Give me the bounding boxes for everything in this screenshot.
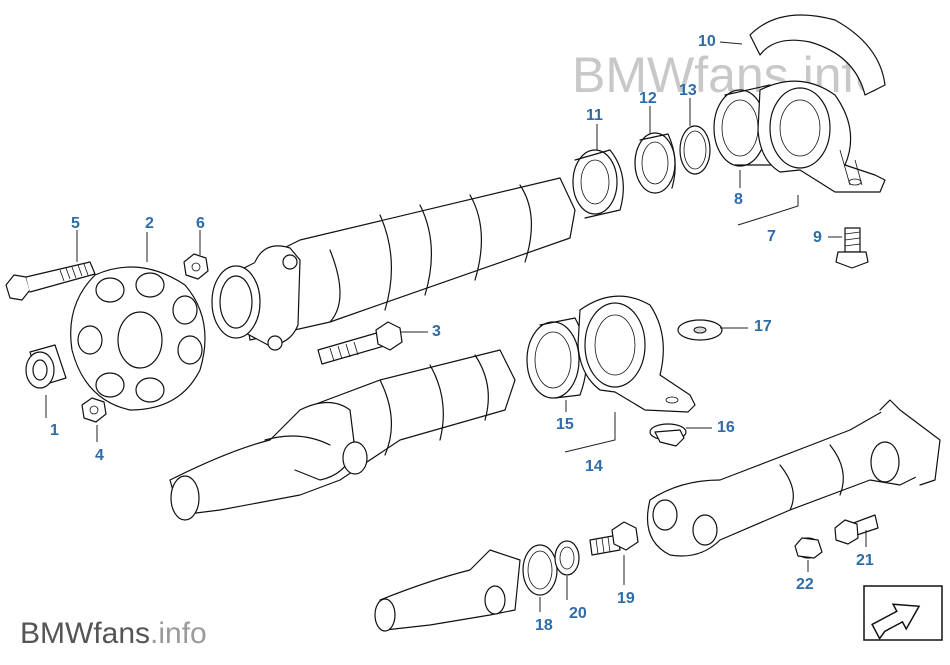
part-3-bolt[interactable] <box>317 321 403 365</box>
part-12-ring[interactable] <box>634 132 676 194</box>
callout-13[interactable]: 13 <box>679 82 697 99</box>
callout-12[interactable]: 12 <box>639 90 657 107</box>
callout-14[interactable]: 14 <box>585 458 603 475</box>
front-shaft-upper <box>211 177 576 351</box>
callout-5[interactable]: 5 <box>71 215 80 232</box>
part-20-ring[interactable] <box>554 540 580 576</box>
part-17-washer[interactable] <box>677 319 723 341</box>
callout-6[interactable]: 6 <box>196 215 205 232</box>
callout-22[interactable]: 22 <box>796 576 814 593</box>
callout-9[interactable]: 9 <box>813 229 822 246</box>
callout-21[interactable]: 21 <box>856 552 874 569</box>
callout-3[interactable]: 3 <box>432 323 441 340</box>
callout-8[interactable]: 8 <box>734 191 743 208</box>
callout-16[interactable]: 16 <box>717 419 735 436</box>
callout-10[interactable]: 10 <box>698 33 716 50</box>
part-19-bolt[interactable] <box>589 521 639 556</box>
part-15-bearing[interactable] <box>526 317 587 399</box>
part-5-bolt[interactable] <box>5 261 96 301</box>
callout-4[interactable]: 4 <box>95 447 104 464</box>
arrow-icon[interactable] <box>863 585 943 642</box>
callout-15[interactable]: 15 <box>556 416 574 433</box>
part-7-center-mount[interactable] <box>757 80 886 193</box>
part-6-nut[interactable] <box>183 253 209 280</box>
part-22-plug[interactable] <box>794 537 823 559</box>
rear-shaft-lower <box>646 399 941 557</box>
leader-lines <box>45 41 867 612</box>
callout-20[interactable]: 20 <box>569 605 587 622</box>
part-2-flex-disc[interactable] <box>70 266 206 411</box>
callout-18[interactable]: 18 <box>535 617 553 634</box>
part-16-nut[interactable] <box>649 423 687 447</box>
callout-11[interactable]: 11 <box>586 107 603 124</box>
rear-shaft-lower-left <box>374 549 521 632</box>
part-13-circlip[interactable] <box>679 125 711 175</box>
callout-7[interactable]: 7 <box>767 228 776 245</box>
part-9-bolt[interactable] <box>835 227 869 269</box>
part-14-center-mount[interactable] <box>577 295 696 413</box>
rear-shaft-middle <box>169 349 516 521</box>
callout-1[interactable]: 1 <box>50 422 59 439</box>
callout-17[interactable]: 17 <box>754 318 772 335</box>
callout-labels: 1 2 3 4 5 6 7 8 9 10 11 12 13 14 15 16 1… <box>50 33 874 634</box>
part-21-bolt[interactable] <box>834 514 879 545</box>
part-4-nut[interactable] <box>81 397 107 423</box>
callout-19[interactable]: 19 <box>617 590 635 607</box>
callout-2[interactable]: 2 <box>145 215 154 232</box>
part-10-dust-cover[interactable] <box>749 14 886 96</box>
part-18-ring[interactable] <box>522 544 558 596</box>
part-1-sleeve[interactable] <box>25 344 67 389</box>
watermark-bottom: BMWfans.info <box>20 617 207 650</box>
part-11-ring[interactable] <box>572 149 624 219</box>
